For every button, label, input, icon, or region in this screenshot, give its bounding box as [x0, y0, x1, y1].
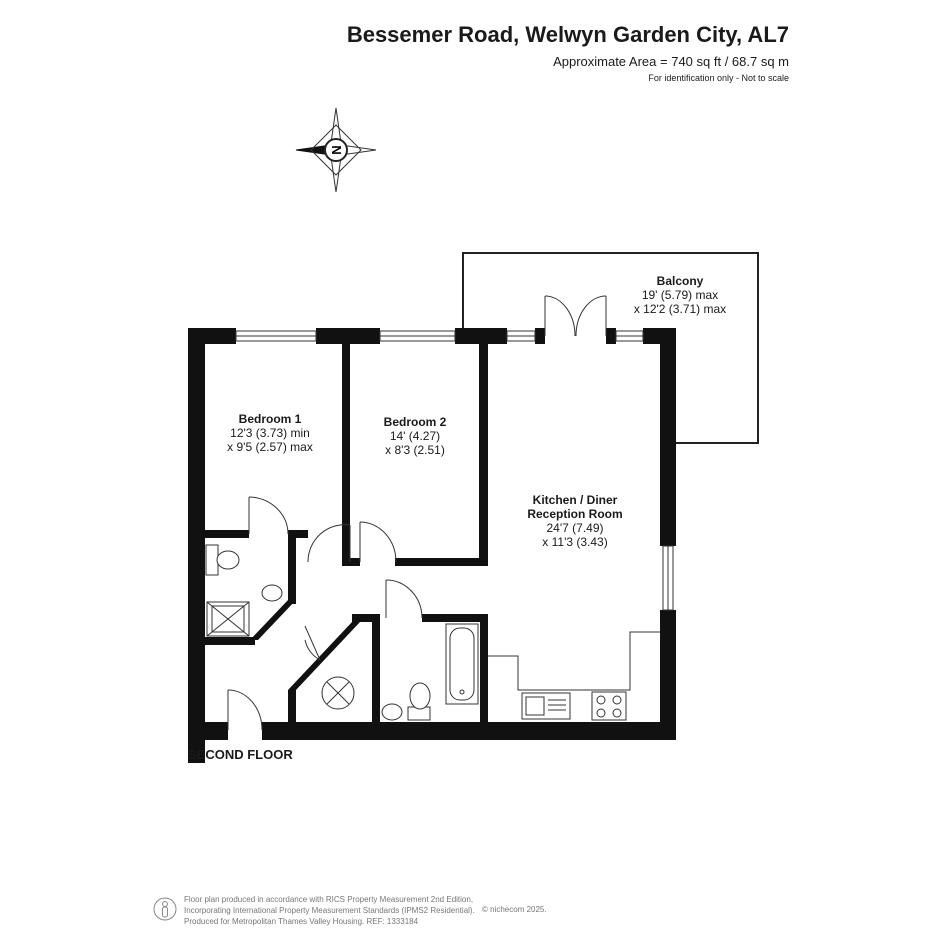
- room-name: Kitchen / Diner: [532, 493, 618, 507]
- room-label-kitchen: Kitchen / Diner Reception Room 24'7 (7.4…: [505, 493, 645, 549]
- room-dim-width: x 9'5 (2.57) max: [227, 440, 313, 454]
- footer-line-2: Incorporating International Property Mea…: [184, 906, 475, 915]
- footer-text: Floor plan produced in accordance with R…: [184, 894, 475, 927]
- approximate-area: Approximate Area = 740 sq ft / 68.7 sq m: [553, 54, 789, 69]
- room-name: Balcony: [656, 274, 704, 288]
- floor-label: SECOND FLOOR: [188, 747, 293, 762]
- room-dim-length: 14' (4.27): [389, 429, 441, 443]
- compass-north-label: N: [329, 145, 344, 154]
- windows: [235, 330, 674, 611]
- room-dim-width: x 8'3 (2.51): [385, 443, 445, 457]
- room-name: Bedroom 1: [238, 412, 302, 426]
- property-title: Bessemer Road, Welwyn Garden City, AL7: [346, 22, 789, 47]
- internal-walls: [205, 344, 488, 722]
- ipms-logo-icon: [153, 897, 177, 921]
- room-dim-length: 19' (5.79) max: [641, 288, 719, 302]
- balcony-outline: [462, 252, 759, 444]
- footer-line-1: Floor plan produced in accordance with R…: [184, 895, 474, 904]
- doors: [227, 496, 423, 731]
- cupboard-boiler: [321, 676, 355, 710]
- ensuite-fixtures: [205, 544, 283, 637]
- room-dim-width: x 11'3 (3.43): [542, 535, 608, 549]
- room-name: Bedroom 2: [383, 415, 447, 429]
- compass-icon: N: [295, 107, 377, 193]
- room-dim-length: 24'7 (7.49): [546, 521, 604, 535]
- room-label-balcony: Balcony 19' (5.79) max x 12'2 (3.71) max: [620, 274, 740, 316]
- room-label-bedroom-1: Bedroom 1 12'3 (3.73) min x 9'5 (2.57) m…: [205, 412, 335, 454]
- room-label-bedroom-2: Bedroom 2 14' (4.27) x 8'3 (2.51): [350, 415, 480, 457]
- room-name-secondary: Reception Room: [527, 507, 623, 521]
- outer-walls: [188, 328, 676, 763]
- disclaimer-note: For identification only - Not to scale: [648, 73, 789, 83]
- bathroom-fixtures: [381, 623, 479, 721]
- footer-line-3: Produced for Metropolitan Thames Valley …: [184, 917, 419, 926]
- kitchen-units: [488, 631, 660, 721]
- room-dim-length: 12'3 (3.73) min: [230, 426, 310, 440]
- brand-credit: © nichecom 2025.: [482, 905, 547, 914]
- balcony-french-doors: [544, 295, 607, 337]
- room-dim-width: x 12'2 (3.71) max: [633, 302, 727, 316]
